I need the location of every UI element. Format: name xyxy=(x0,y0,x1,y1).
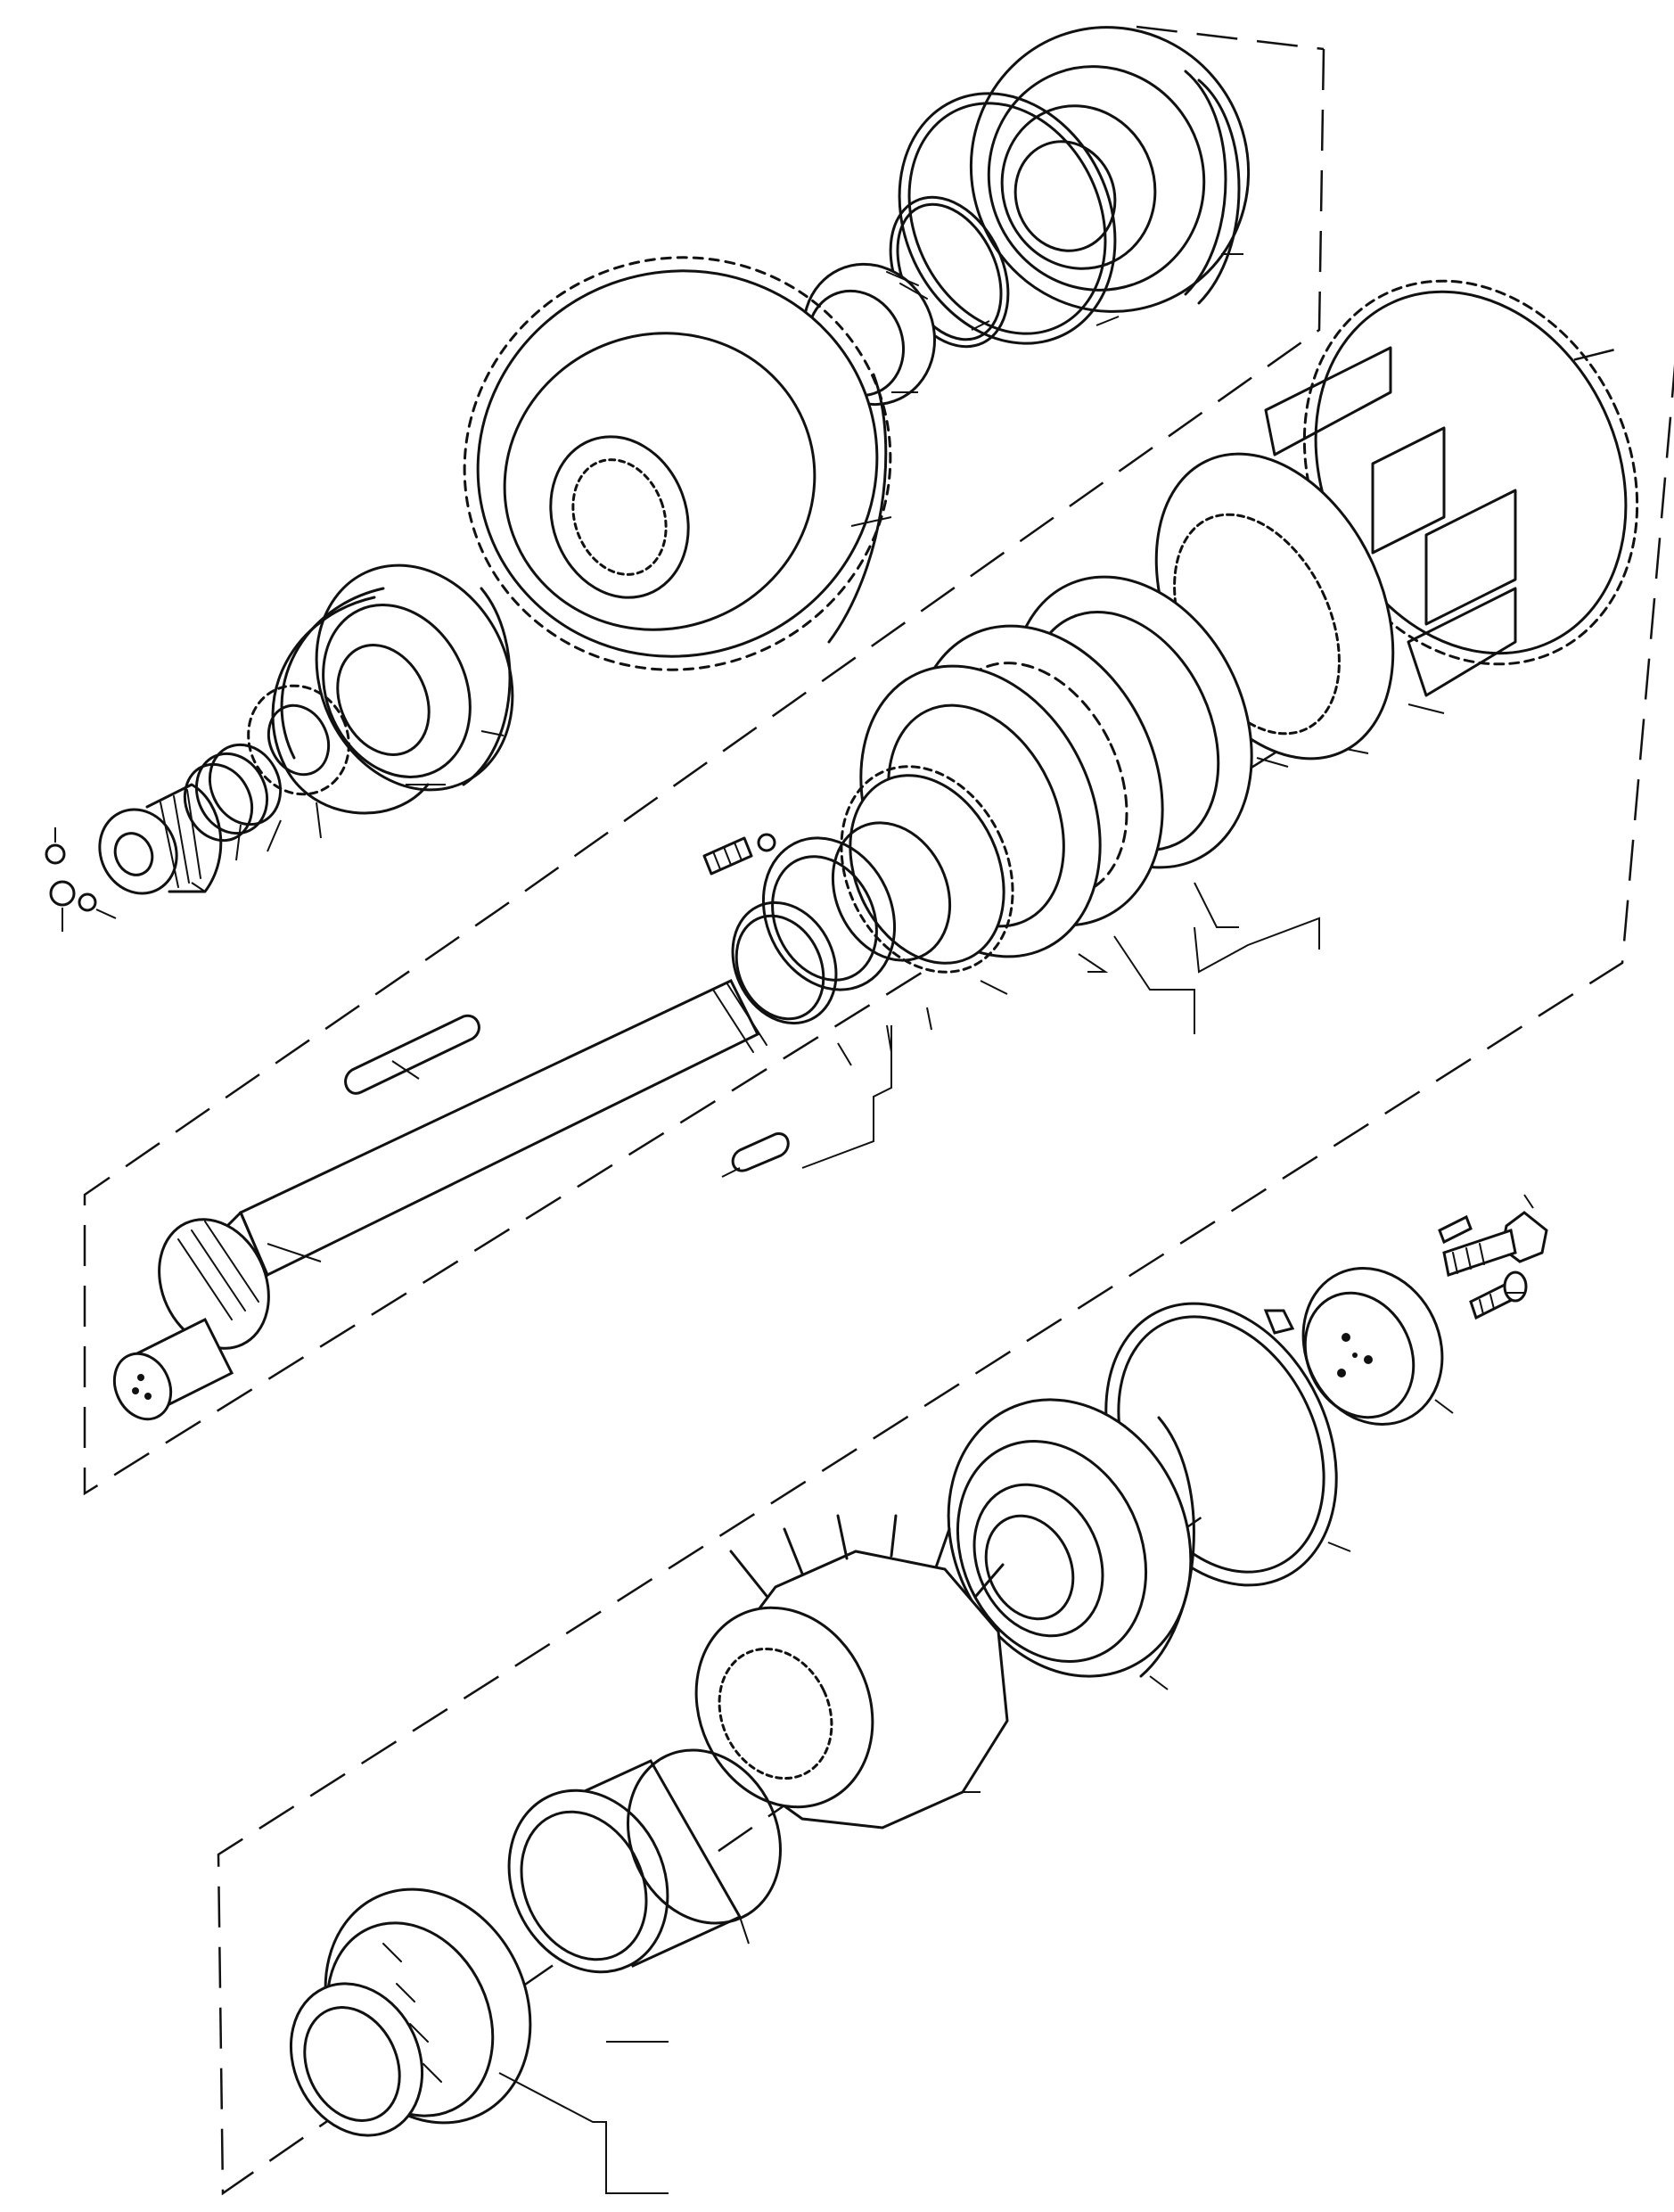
seal-ring-large xyxy=(898,92,1117,345)
taper-roller-bearing xyxy=(289,1887,532,2137)
spring xyxy=(702,836,753,876)
grub-screws xyxy=(45,843,97,912)
spring-washers xyxy=(183,743,283,843)
ball xyxy=(757,833,776,852)
threaded-sleeve xyxy=(98,783,223,895)
bevel-gear xyxy=(694,1514,1009,1830)
leader-lines xyxy=(54,253,1534,2194)
bolt xyxy=(1442,1211,1548,1277)
pin xyxy=(1438,1214,1473,1245)
key-short xyxy=(731,1132,790,1172)
splined-hub-gear xyxy=(831,765,1014,974)
large-spur-gear xyxy=(463,256,892,671)
thrust-washer xyxy=(761,836,897,991)
end-cap xyxy=(1301,1266,1444,1427)
key-long xyxy=(344,1014,480,1095)
roller-bearing-upper xyxy=(315,563,514,792)
main-shaft xyxy=(112,979,767,1421)
screw xyxy=(1469,1270,1528,1320)
snap-ring xyxy=(731,900,838,1025)
hub-cover xyxy=(969,26,1251,313)
splined-collar xyxy=(247,684,350,796)
ball-bearing-lower xyxy=(947,1398,1195,1678)
